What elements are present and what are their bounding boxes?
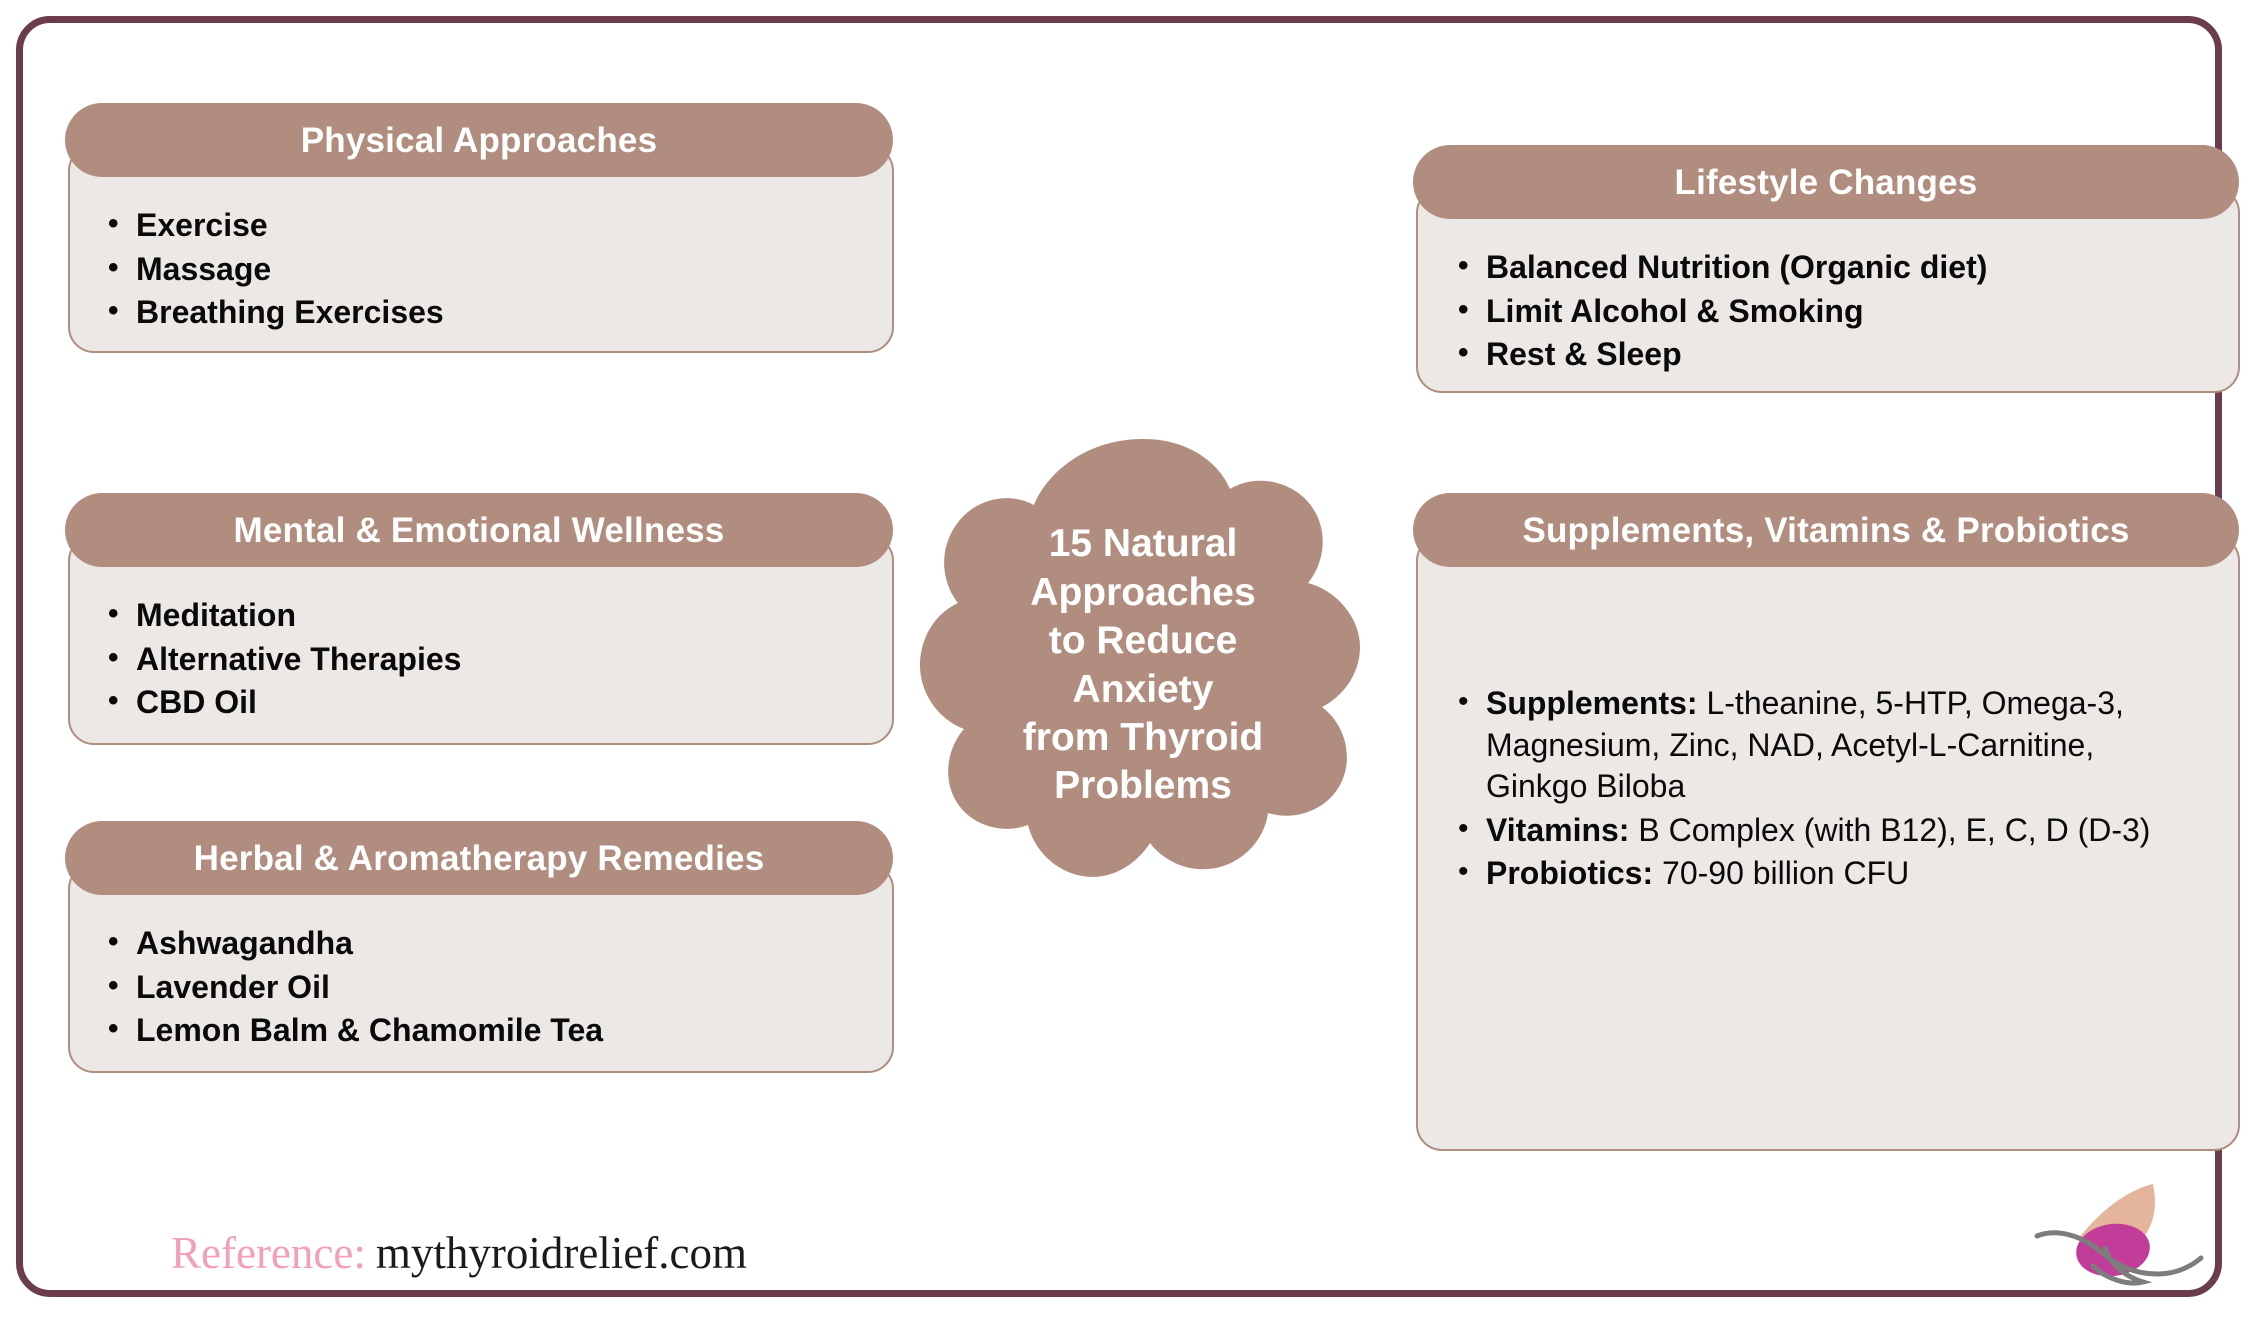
card-header-lifestyle-changes: Lifestyle Changes [1413, 145, 2239, 219]
card-title: Supplements, Vitamins & Probiotics [1522, 510, 2130, 550]
list-supplements-vitamins-probiotics: Supplements: L-theanine, 5-HTP, Omega-3,… [1440, 682, 2204, 895]
list-item: CBD Oil [90, 681, 892, 724]
list-physical-approaches: Exercise Massage Breathing Exercises [90, 204, 892, 334]
butterfly-logo-icon [2034, 1184, 2204, 1286]
card-title: Physical Approaches [300, 120, 658, 160]
card-header-herbal-aromatherapy-remedies: Herbal & Aromatherapy Remedies [65, 821, 893, 895]
reference-label: Reference: [171, 1228, 366, 1278]
list-item: Limit Alcohol & Smoking [1440, 290, 2238, 333]
card-title: Herbal & Aromatherapy Remedies [193, 838, 765, 878]
butterfly-logo [2031, 1178, 2211, 1298]
card-title: Lifestyle Changes [1674, 162, 1978, 202]
list-item-term: Vitamins: [1486, 811, 1630, 848]
list-item: Vitamins: B Complex (with B12), E, C, D … [1440, 809, 2204, 852]
list-item: Balanced Nutrition (Organic diet) [1440, 246, 2238, 289]
list-item: Rest & Sleep [1440, 333, 2238, 376]
list-item-term: Supplements: [1486, 685, 1698, 721]
list-item: Alternative Therapies [90, 638, 892, 681]
list-item-label: 70-90 billion CFU [1653, 855, 1910, 892]
scalloped-badge-shape [920, 439, 1360, 877]
reference-line: Reference:mythyroidrelief.com [171, 1227, 747, 1279]
infographic-frame: Physical Approaches Exercise Massage Bre… [16, 16, 2240, 1298]
card-body-herbal-aromatherapy-remedies: Ashwagandha Lavender Oil Lemon Balm & Ch… [68, 863, 894, 1073]
list-item: Lemon Balm & Chamomile Tea [90, 1009, 892, 1052]
list-item-label: L-theanine, 5-HTP, Omega-3, Magnesium, Z… [1486, 685, 2124, 805]
list-herbal-aromatherapy-remedies: Ashwagandha Lavender Oil Lemon Balm & Ch… [90, 922, 892, 1052]
list-item: Meditation [90, 594, 892, 637]
list-item: Lavender Oil [90, 966, 892, 1009]
list-item-label: Balanced Nutrition (Organic diet) [1486, 249, 1988, 285]
center-badge: 15 Natural Approaches to Reduce Anxiety … [908, 433, 1378, 898]
list-item-label: B Complex (with B12), E, C, D (D-3) [1629, 811, 2151, 848]
card-title: Mental & Emotional Wellness [233, 510, 725, 550]
list-item-label: Breathing Exercises [136, 294, 444, 331]
list-item-label: Alternative Therapies [136, 640, 462, 677]
card-body-supplements-vitamins-probiotics: Supplements: L-theanine, 5-HTP, Omega-3,… [1416, 535, 2240, 1151]
card-body-physical-approaches: Exercise Massage Breathing Exercises [68, 145, 894, 353]
list-item-label: CBD Oil [136, 684, 257, 721]
list-item-term: Probiotics: [1486, 855, 1654, 892]
list-item-label: Lavender Oil [136, 968, 330, 1005]
list-item: Supplements: L-theanine, 5-HTP, Omega-3,… [1440, 682, 2204, 808]
reference-url[interactable]: mythyroidrelief.com [375, 1228, 747, 1278]
list-item-label: Rest & Sleep [1486, 336, 1682, 373]
list-item: Probiotics: 70-90 billion CFU [1440, 852, 2204, 895]
list-item: Exercise [90, 204, 892, 247]
center-badge-text: 15 Natural Approaches to Reduce Anxiety … [1022, 522, 1264, 808]
card-body-mental-emotional-wellness: Meditation Alternative Therapies CBD Oil [68, 535, 894, 745]
card-header-mental-emotional-wellness: Mental & Emotional Wellness [65, 493, 893, 567]
list-mental-emotional-wellness: Meditation Alternative Therapies CBD Oil [90, 594, 892, 724]
list-item-label: Ashwagandha [136, 925, 353, 961]
list-item-label: Exercise [136, 207, 268, 243]
list-lifestyle-changes: Balanced Nutrition (Organic diet) Limit … [1440, 246, 2238, 376]
card-header-supplements-vitamins-probiotics: Supplements, Vitamins & Probiotics [1413, 493, 2239, 567]
list-item: Ashwagandha [90, 922, 892, 965]
list-item-label: Lemon Balm & Chamomile Tea [136, 1012, 604, 1049]
list-item-label: Limit Alcohol & Smoking [1486, 292, 1864, 329]
list-item: Massage [90, 248, 892, 291]
list-item: Breathing Exercises [90, 291, 892, 334]
list-item-label: Massage [136, 250, 272, 287]
list-item-label: Meditation [136, 597, 296, 633]
card-header-physical-approaches: Physical Approaches [65, 103, 893, 177]
